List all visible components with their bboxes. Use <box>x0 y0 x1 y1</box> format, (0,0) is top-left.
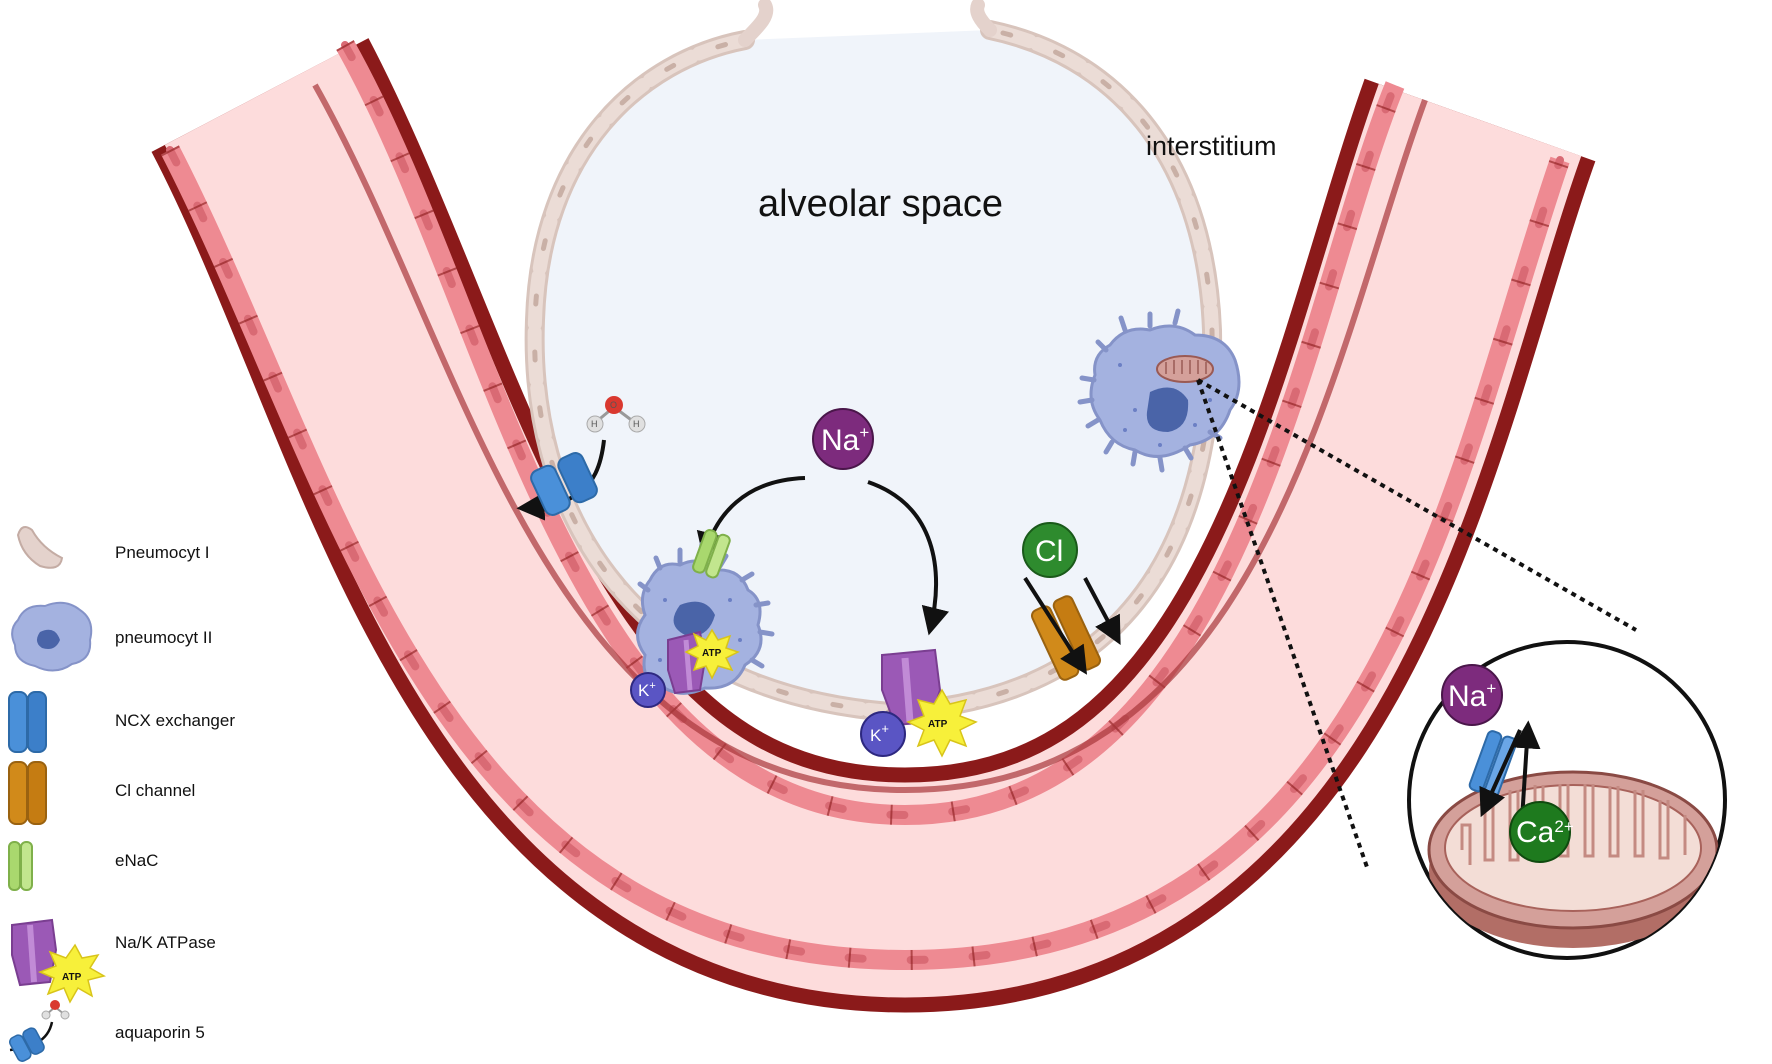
atp-label-legend: ATP <box>62 972 82 983</box>
hydrogen-label-right: H <box>633 419 640 429</box>
capillary-inner-wall-highlight <box>312 83 1428 794</box>
aquaporin-5-channel <box>530 452 598 516</box>
pneumocyte-type-1-icon <box>16 525 64 569</box>
endothelium-nuclei-outer <box>166 146 1564 965</box>
hydrogen-label-left: H <box>591 419 598 429</box>
na-ion-center: Na+ <box>812 408 874 470</box>
endothelium-nuclei-inner <box>341 41 1399 820</box>
ncx-exchanger-icon <box>8 691 47 753</box>
cl-ion-label: Cl <box>1035 535 1063 568</box>
k-ion-center: K+ <box>860 711 906 757</box>
cl-channel-icon <box>8 761 47 825</box>
pneumocyte-type-1-top-left <box>738 0 774 47</box>
k-ion-left: K+ <box>630 672 666 708</box>
legend: Pneumocyt I pneumocyt II NCX exchanger C… <box>8 525 235 1062</box>
ca-ion-mito-label: Ca2+ <box>1516 816 1574 849</box>
hydrogen-atom-right <box>628 415 646 433</box>
legend-label-pneumocyte-2: pneumocyt II <box>115 628 212 647</box>
atp-label-center: ATP <box>928 719 948 730</box>
oxygen-label: O <box>610 400 617 410</box>
legend-label-atpase: Na/K ATPase <box>115 933 216 952</box>
cl-ion: Cl <box>1022 522 1078 578</box>
cl-arrow-outside <box>1083 577 1121 645</box>
water-molecule: O H H <box>586 396 646 433</box>
pneumocyte-type-2-icon <box>11 601 93 672</box>
na-ion-mito-label: Na+ <box>1448 679 1496 713</box>
legend-label-aquaporin: aquaporin 5 <box>115 1023 205 1042</box>
zoom-inset: Na+ Ca2+ <box>1407 640 1727 960</box>
hydrogen-atom-left <box>586 415 604 433</box>
k-ion-left-label: K+ <box>638 680 656 700</box>
enac-icon <box>8 841 33 891</box>
aquaporin-5-icon <box>9 1000 70 1062</box>
na-k-atpase-icon: ATP <box>11 918 106 1004</box>
cl-arrow-through-channel <box>1023 576 1088 675</box>
atp-burst-left: ATP <box>684 628 740 680</box>
alveolar-space-label: alveolar space <box>758 183 1003 225</box>
enac-channel <box>692 529 731 579</box>
atp-burst-center: ATP <box>906 688 978 758</box>
capillary <box>151 38 1596 1013</box>
mitochondrion-matrix <box>1444 784 1702 912</box>
legend-label-pneumocyte-1: Pneumocyt I <box>115 543 210 562</box>
na-ion-mito: Na+ <box>1441 664 1503 726</box>
mitochondrion-small <box>1156 355 1214 383</box>
atp-label-left: ATP <box>702 648 722 659</box>
na-ion-label: Na+ <box>821 423 869 457</box>
capillary-lumen <box>164 45 1582 998</box>
pneumocyte-type-1-top-right <box>970 0 997 37</box>
legend-label-ncx: NCX exchanger <box>115 711 235 730</box>
ca-ion-mito: Ca2+ <box>1509 801 1574 863</box>
na-arrow-to-atpase <box>867 480 950 636</box>
oxygen-atom <box>605 396 623 414</box>
legend-label-cl-channel: Cl channel <box>115 781 195 800</box>
pneumocyte-type-2-right <box>1077 308 1241 473</box>
zoom-line-upper <box>1197 378 1637 632</box>
k-ion-center-label: K+ <box>870 721 889 745</box>
legend-label-enac: eNaC <box>115 851 158 870</box>
zoom-line-lower <box>1196 379 1370 871</box>
interstitium-label: interstitium <box>1146 131 1277 161</box>
